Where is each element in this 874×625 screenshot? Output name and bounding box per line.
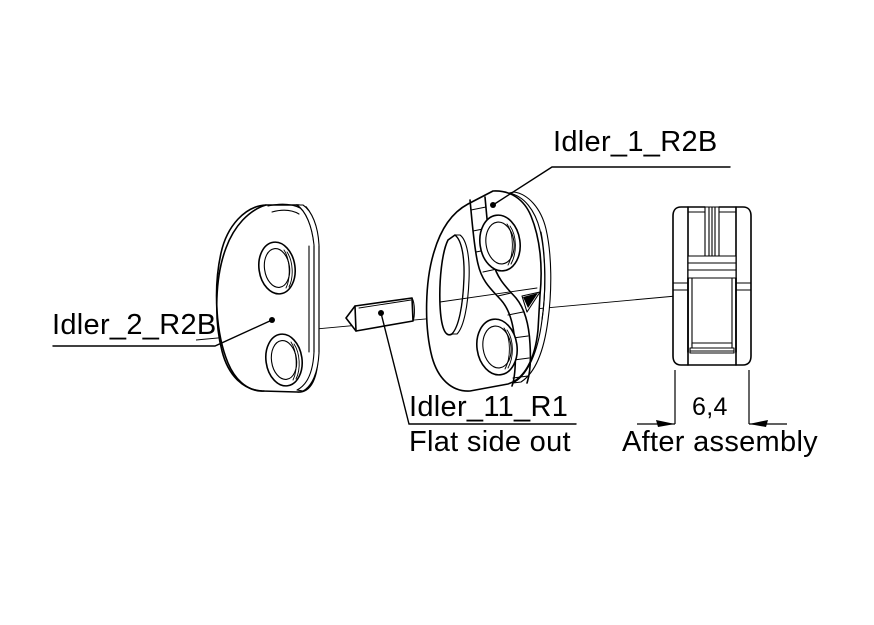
label-idler-1-r2b: Idler_1_R2B: [553, 126, 718, 158]
leader-idler-2: [52, 317, 275, 347]
leader-idler-1: [490, 166, 731, 208]
part-idler-1-r2b: [425, 190, 552, 392]
label-idler-2-r2b: Idler_2_R2B: [52, 309, 217, 341]
part-idler-2-r2b: [215, 203, 320, 393]
label-idler-11-r1: Idler_11_R1: [409, 391, 569, 423]
dimension-6-4: [637, 370, 787, 427]
assembly-side-view: [672, 206, 752, 366]
leader-idler-11: [378, 310, 577, 425]
label-after-assembly: After assembly: [622, 426, 818, 458]
label-flat-side-out-note: Flat side out: [409, 426, 571, 458]
dimension-value-text: 6,4: [692, 393, 728, 421]
